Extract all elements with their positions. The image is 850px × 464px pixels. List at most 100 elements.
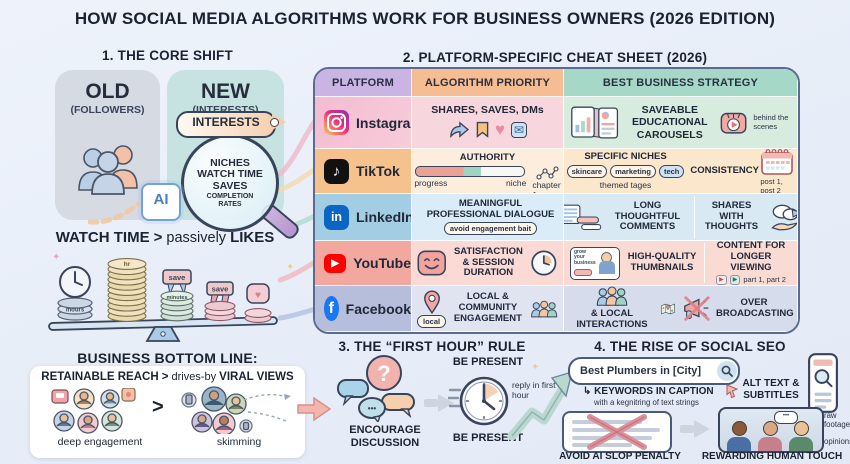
watch-time-bold: WATCH TIME [55,229,150,246]
megaphone-crossed-icon [684,295,710,321]
followers-people-icon [78,145,138,195]
text-line [572,420,642,424]
network-icon [535,166,559,180]
bottom-line-heading: BUSINESS BOTTOM LINE: [77,350,258,366]
growth-arrow [508,370,573,440]
thumbnail-pill [574,268,592,276]
priority-cell-facebook: local LOCAL & COMMUNITY ENGAGEMENT [412,286,564,332]
social-search-bar: Best Plumbers in [City] [568,357,740,385]
priority-cell-youtube: SATISFACTION & SESSION DURATION [412,241,564,286]
reach-bold2: VIRAL VIEWS [219,371,294,383]
strategy-title: & LOCAL INTERACTIONS [576,308,648,330]
tag-pill: marketing [610,164,656,178]
section3-heading: 3. THE “FIRST HOUR” RULE [338,339,526,354]
platform-label: LinkedIn [356,209,412,225]
tag-pill: tech [658,164,685,178]
old-followers-card: OLD (FOLLOWERS) [55,70,160,220]
gt-sign: > [153,229,163,246]
bar-left-label: progress [414,177,448,188]
lens-line: COMPLETION [206,192,254,200]
strategy-title: SAVEABLE EDUCATIONAL CAROUSELS [631,104,708,141]
sparkle-icon: ✦ [52,252,61,263]
old-card-subtitle: (FOLLOWERS) [70,104,145,116]
column-header-platform: PLATFORM [315,69,412,97]
music-note-glyph: ♪ [332,162,341,180]
coins-minutes-label: minutes [166,295,187,301]
facebook-glyph: f [328,299,334,317]
priority-cell-instagram: SHARES, SAVES, DMs ♥ ✉ [412,97,564,149]
share-thought-hand-icon [770,204,797,231]
smiley-icon [417,250,446,276]
chapter-label: chapter 1 [532,179,561,193]
rewarding-human-caption: REWARDING HUMAN TOUCH [701,451,843,462]
retention-progress-bar [415,165,526,177]
phone-icon [808,353,838,413]
keywords-subtext: with a kegnitring of text strings [594,398,699,407]
person-figure [758,421,782,451]
section2-heading: 2. PLATFORM-SPECIFIC CHEAT SHEET (2026) [402,50,708,65]
youtube-icon: ▶ [324,253,347,273]
platform-cell-youtube: ▶ YouTube [315,241,412,286]
strategy-cell-youtube: grow your business HIGH-QUALITY THUMBNAI… [564,241,798,286]
priority-cell-tiktok: RETENTION & NICHE AUTHORITY progress nic… [412,149,564,194]
reach-statement: RETAINABLE REACH > drives-by VIRAL VIEWS [30,371,305,383]
session-clock-icon [531,250,557,276]
priority-title: SATISFACTION & SESSION DURATION [453,245,523,279]
strategy-note: behind the scenes [753,112,789,131]
play-glyph: ▶ [331,257,339,269]
crossed-out-x-icon [587,414,647,450]
keywords-title: KEYWORDS IN CAPTION [594,386,714,397]
search-query-text: Best Plumbers in [City] [580,365,702,377]
calendar-icon [761,149,794,175]
priority-note-pill: avoid engagement bait [443,222,538,236]
priority-title: SHARES, SAVES, DMs [431,104,544,117]
person-figure [789,421,813,451]
section1-heading: 1. THE CORE SHIFT [102,48,233,63]
sparkle-icon: ✦ [531,362,540,373]
question-mark-glyph: ? [377,361,390,386]
coins-hours-label: mours [66,308,85,314]
gt-sign: > [152,396,164,418]
platform-cell-instagram: Instagram [315,97,412,149]
old-card-title: OLD [85,80,130,103]
watch-time-mid: passively [166,230,227,246]
local-pill: local [417,314,447,328]
balance-scale-illustration: mours hr save minutes save [48,258,278,342]
ai-slop-box [562,411,672,453]
be-present-top-label: BE PRESENT [452,356,524,368]
coins-hr-label: hr [124,261,131,268]
strategy-cell-instagram: SAVEABLE EDUCATIONAL CAROUSELS behind th… [564,97,798,149]
tags-caption: themed tages [599,179,652,190]
return-arrow-glyph: ↳ [583,386,592,397]
skimming-label: skimming [216,436,262,448]
priority-title: MEANINGFUL PROFESSIONAL DIALOGUE [426,197,555,220]
save-ribbon-label: save [212,285,229,294]
video-player-icon [720,112,747,134]
gt-sign: > [161,371,169,383]
comment-doc-icon [564,204,601,231]
keywords-caption-label: ↳ KEYWORDS IN CAPTION [583,386,714,397]
ai-chip-icon: AI [141,183,181,221]
platform-label: YouTube [353,255,411,271]
strategy-title2: SHARES WITH THOUGHTS [704,199,759,233]
strategy-title: HIGH-QUALITY THUMBNAILS [627,251,697,273]
instagram-icon [324,110,349,135]
folded-map-icon [661,303,675,314]
strategy-title2: CONTENT FOR LONGER VIEWING [716,241,786,273]
priority-title: LOCAL & COMMUNITY ENGAGEMENT [453,291,522,324]
raw-footage-note: raw footage [824,411,850,429]
first-hour-clock-icon [448,376,509,426]
calendar-caption: post 1, post 2 [760,176,783,194]
retainable-reach-box: RETAINABLE REACH > drives-by VIRAL VIEWS… [30,366,305,458]
speech-bubble-icon: ••• [774,411,798,424]
carousel-cards-icon [571,106,619,139]
ellipsis-glyph: ••• [368,404,377,413]
reach-mid: drives-by [171,371,217,383]
person-figure [727,421,751,451]
lens-line: RATES [218,200,242,208]
bar-right-label: niche [506,177,527,188]
facebook-icon: f [324,296,339,321]
skimming-cluster [181,386,291,434]
human-touch-photo: ••• [718,407,824,453]
bookmark-icon [476,121,489,138]
